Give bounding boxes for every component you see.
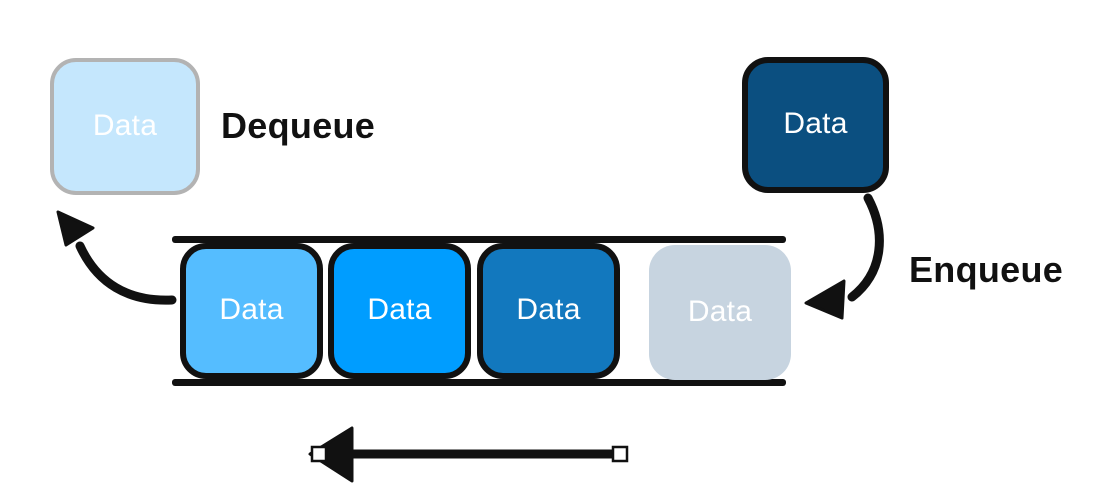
data-box-label: Data: [783, 107, 848, 140]
data-box-label: Data: [687, 294, 753, 328]
data-box-incoming[interactable]: Data: [742, 57, 889, 193]
queue-rail-top: [172, 236, 786, 243]
data-box-label: Data: [516, 293, 581, 326]
flow-arrow-icon: [308, 426, 629, 483]
dequeue-arrow-icon: [56, 210, 177, 305]
queue-rail-bottom: [172, 379, 786, 386]
data-box-dequeued[interactable]: Data: [50, 58, 200, 195]
enqueue-arrow-icon: [804, 193, 884, 320]
queue-container: [172, 236, 786, 386]
flow-arrow-handle-end[interactable]: [611, 445, 629, 463]
data-box-slot-1[interactable]: Data: [180, 243, 323, 379]
data-box-slot-4-empty[interactable]: Data: [649, 245, 791, 380]
flow-arrow-handle-start[interactable]: [310, 445, 328, 463]
data-box-slot-3[interactable]: Data: [477, 243, 620, 379]
data-box-label: Data: [219, 293, 284, 326]
dequeue-label: Dequeue: [221, 105, 376, 146]
data-box-slot-2[interactable]: Data: [328, 243, 471, 379]
data-box-label: Data: [92, 108, 158, 142]
enqueue-label: Enqueue: [909, 249, 1064, 290]
data-box-label: Data: [367, 293, 432, 326]
